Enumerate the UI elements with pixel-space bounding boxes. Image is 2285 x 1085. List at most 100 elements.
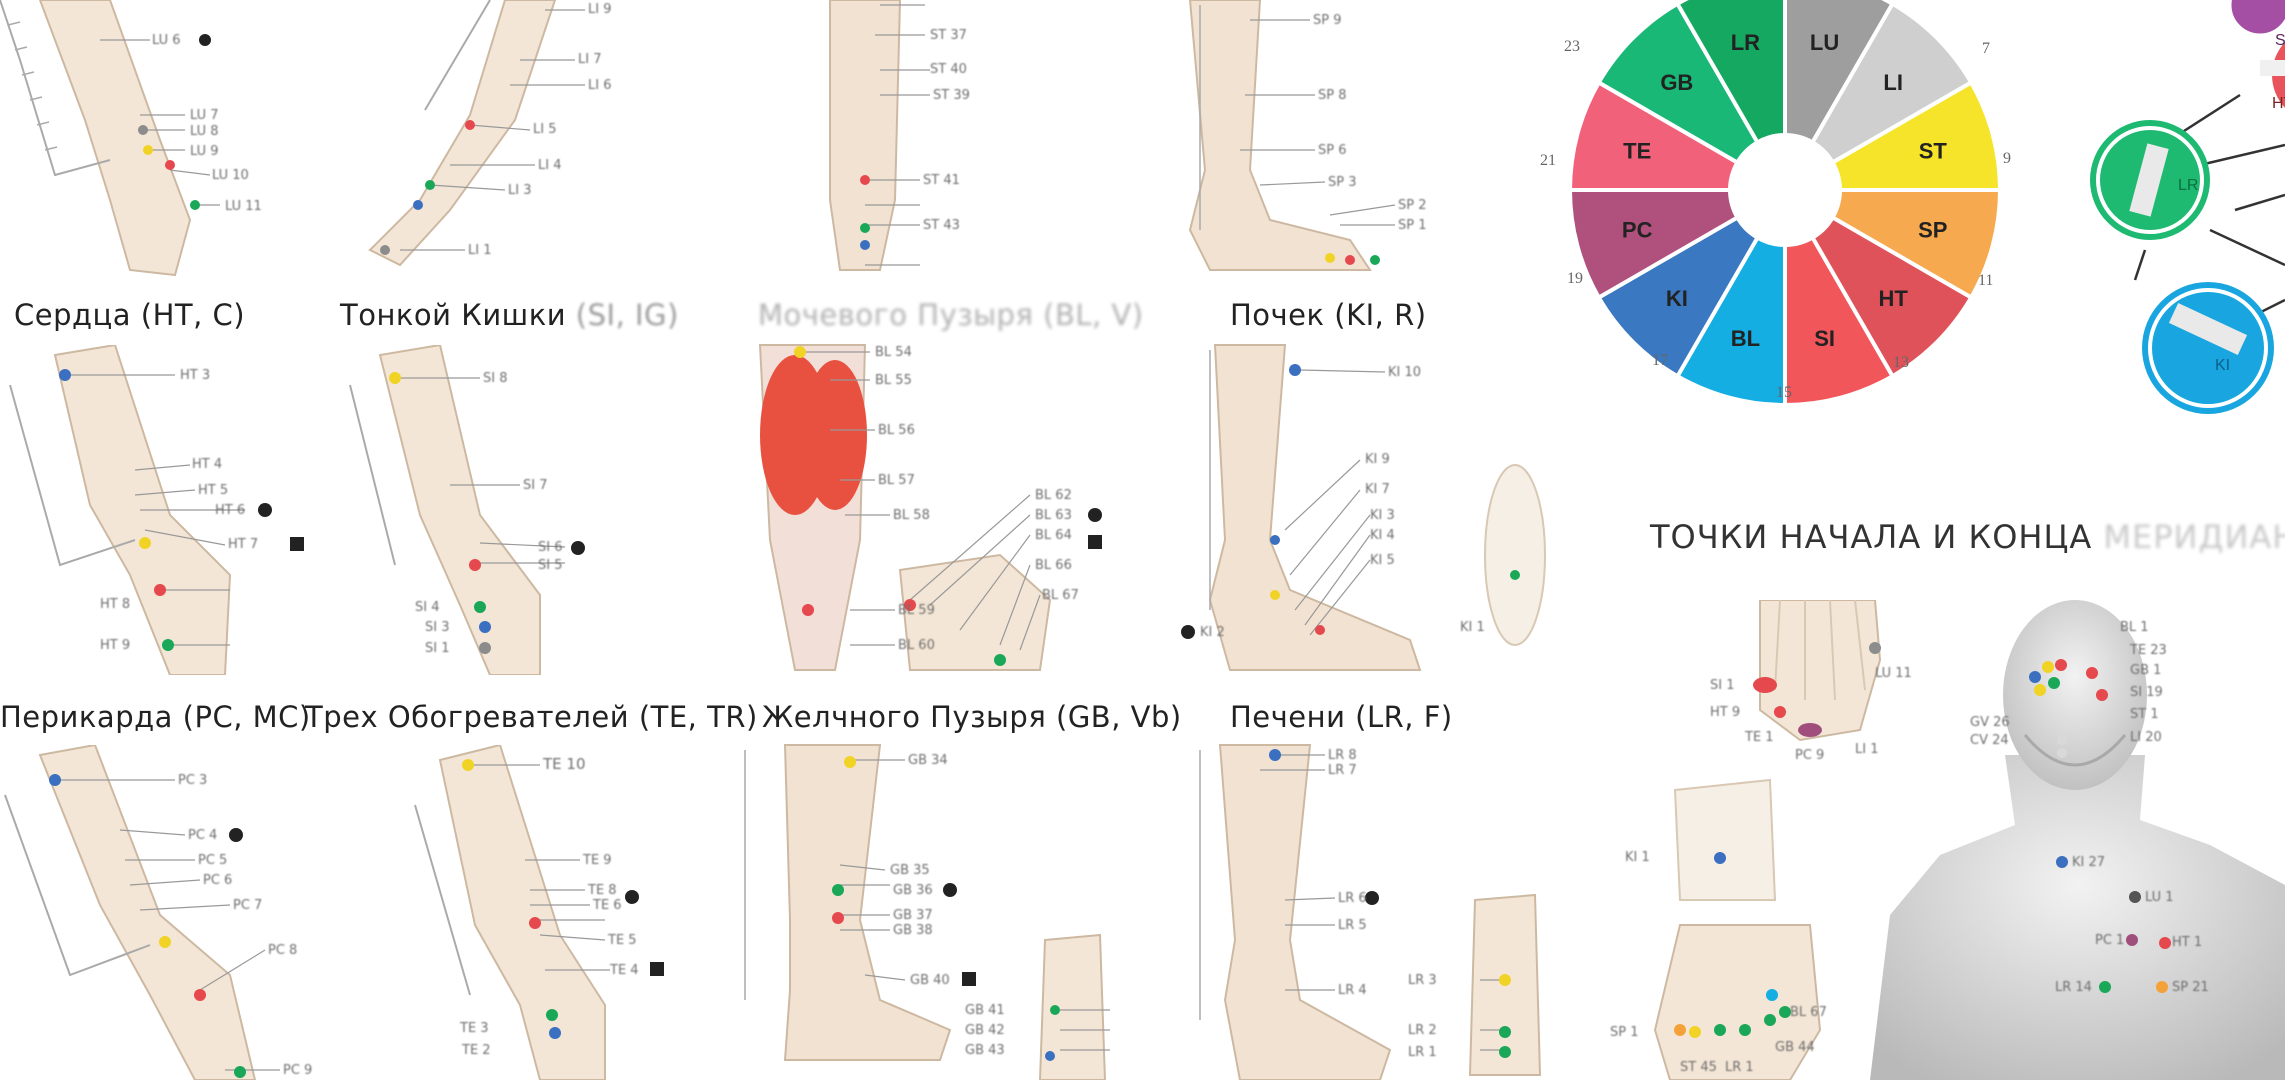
point-dot [794,346,806,358]
li-arm-illustration [368,0,585,267]
point-dot [1050,1005,1060,1015]
st-leg-illustration [829,0,930,271]
point-label: SP 8 [1318,88,1347,103]
point-label: TE 23 [2130,643,2167,658]
point-dot [1869,642,1881,654]
point-dot [1045,1051,1055,1061]
point-dot [143,145,153,155]
point-dot [139,537,151,549]
point-label: BL 59 [898,603,935,618]
element-cycle-diagram: LR KI HT SI [2060,0,2285,420]
wheel-label-bl: BL [1731,326,1760,351]
square-marker [650,962,664,976]
pericardium-meridian-figure: PC 3 PC 4 PC 5 PC 6 PC 7 PC 8 PC 9 [0,743,330,1081]
point-dot [2057,735,2067,745]
hour-label: 21 [1540,152,1556,169]
point-dot [162,639,174,651]
point-label: LU 11 [225,199,262,214]
point-label: GB 34 [908,753,948,768]
point-label: PC 4 [188,828,218,843]
wheel-label-sp: SP [1918,218,1947,243]
circle-marker [1181,625,1195,639]
point-label: SI 1 [1710,678,1735,693]
square-marker [962,972,976,986]
point-dot [1674,1024,1686,1036]
point-dot [138,125,148,135]
point-dot [190,200,200,210]
point-label: KI 7 [1365,482,1390,497]
point-dot [549,1027,561,1039]
point-dot [1270,590,1280,600]
point-label: LR 8 [1328,748,1357,763]
point-label: BL 54 [875,345,912,360]
point-label: LI 9 [588,2,612,17]
point-label: KI 5 [1370,553,1395,568]
large-intestine-meridian-figure: LI 9 LI 7 LI 6 LI 5 LI 4 LI 3 LI 1 [330,0,660,285]
circle-marker [229,828,243,842]
point-dot [2034,684,2046,696]
point-dot [2057,748,2067,758]
point-label: SI 4 [415,600,440,615]
point-label: LR 1 [1725,1060,1754,1075]
point-dot [832,884,844,896]
point-label: LU 11 [1875,666,1912,681]
bl-leg-illustration [758,344,1102,671]
point-dot [1289,364,1301,376]
ht-arm-illustration [9,343,304,676]
point-label: ST 39 [933,88,970,103]
point-label: LU 1 [2145,890,2174,905]
cycle-node-label: LR [2178,177,2198,194]
point-dot [380,245,390,255]
point-label: LR 4 [1338,983,1367,998]
point-label: ST 43 [923,218,960,233]
point-label: LU 10 [212,168,249,183]
torso-illustration [1870,600,2285,1080]
point-dot [1779,1006,1791,1018]
point-label: GB 42 [965,1023,1005,1038]
point-dot [1689,1026,1701,1038]
point-label: LR 6 [1338,891,1367,906]
point-label: ST 40 [930,62,967,77]
point-label: CV 24 [1970,733,2009,748]
heart-meridian-figure: HT 3 HT 4 HT 5 HT 6 HT 7 HT 8 HT 9 [0,343,320,676]
point-dot [1270,535,1280,545]
point-label: SI 7 [523,478,548,493]
caption-liver: Печени (LR, F) [1230,700,1453,734]
point-label: LI 3 [508,183,532,198]
point-label: GB 38 [893,923,933,938]
point-dot [234,1066,246,1078]
point-label: SP 2 [1398,198,1427,213]
point-dot [1764,1014,1776,1026]
point-label: HT 4 [192,457,223,472]
point-dot [1774,706,1786,718]
point-label: TE 8 [588,883,617,898]
point-dot [1739,1024,1751,1036]
spleen-meridian-figure: SP 9 SP 8 SP 6 SP 3 SP 2 SP 1 [1150,0,1520,285]
hour-label: 7 [1982,40,1990,57]
kidney-meridian-figure: KI 10 KI 9 KI 7 KI 3 KI 4 KI 5 KI 2 KI 1 [1170,340,1550,680]
wheel-label-te: TE [1623,138,1651,163]
point-label: PC 6 [203,873,233,888]
point-dot [469,559,481,571]
point-label: GB 44 [1775,1040,1815,1055]
point-dot [1714,1024,1726,1036]
point-label: BL 67 [1790,1005,1827,1020]
liver-meridian-figure: LR 8 LR 7 LR 6 LR 5 LR 4 LR 3 LR 2 LR 1 [1170,740,1550,1081]
wheel-label-gb: GB [1660,70,1693,95]
point-label: SI 19 [2130,685,2163,700]
point-dot [2029,671,2041,683]
circle-marker [1365,891,1379,905]
point-dot [802,604,814,616]
point-label: BL 63 [1035,508,1072,523]
wheel-label-pc: PC [1622,218,1653,243]
sole-illustration [1673,778,1777,901]
point-label: SI 3 [425,620,450,635]
point-label: ST 37 [930,28,967,43]
te-arm-illustration [414,743,664,1081]
point-dot [1753,677,1777,693]
point-dot [462,759,474,771]
hour-label: 15 [1776,384,1792,401]
caption-heart: Сердца (HT, C) [14,298,246,332]
point-dot [425,180,435,190]
point-label: TE 10 [543,755,586,773]
